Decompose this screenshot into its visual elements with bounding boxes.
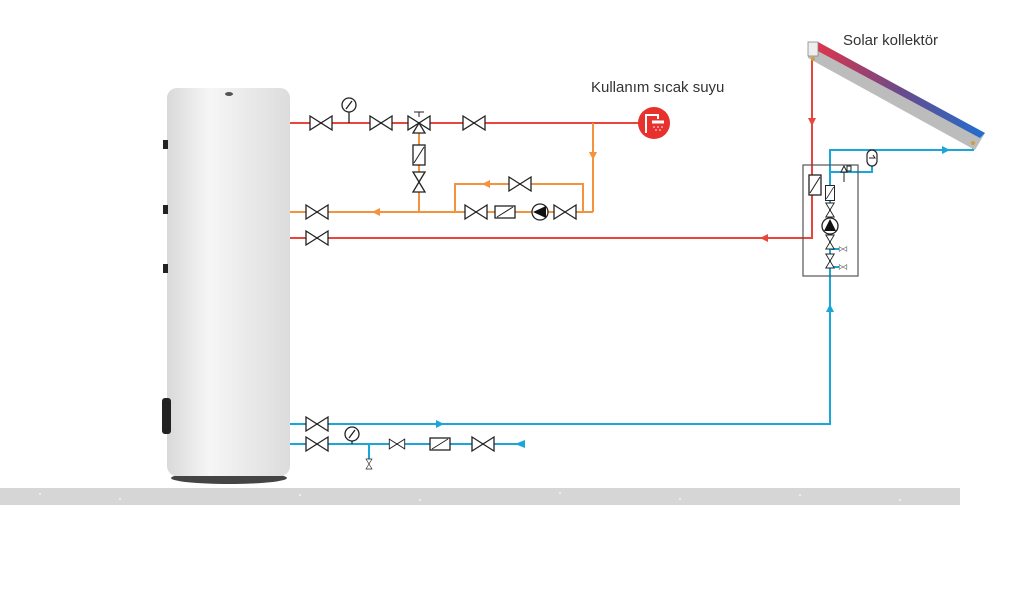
fill-valve[interactable] — [838, 246, 848, 252]
pressure-gauge-icon — [341, 97, 357, 113]
storage-tank[interactable] — [162, 88, 290, 484]
shutoff-valve[interactable] — [825, 202, 835, 218]
shutoff-valve[interactable] — [553, 204, 577, 220]
shutoff-valve[interactable] — [412, 171, 426, 193]
solar-collector[interactable] — [807, 41, 985, 150]
recirculation-line — [290, 123, 594, 213]
solar-collector-label: Solar kollektör — [843, 32, 939, 49]
check-valve[interactable] — [429, 437, 451, 451]
check-valve[interactable] — [412, 144, 426, 166]
expansion-vessel-icon — [866, 149, 878, 167]
mixing-valve[interactable] — [407, 111, 431, 134]
shutoff-valve[interactable] — [369, 115, 393, 131]
shutoff-valve[interactable] — [305, 436, 329, 452]
solar-pump-station[interactable] — [802, 164, 859, 277]
shutoff-valve[interactable] — [825, 253, 835, 269]
drain-valve[interactable] — [838, 264, 848, 270]
shutoff-valve[interactable] — [462, 115, 486, 131]
hot-water-outlet-line — [290, 122, 640, 212]
solar-return-line — [290, 140, 974, 425]
safety-valve[interactable] — [388, 438, 406, 450]
shower-icon — [638, 107, 670, 139]
shutoff-valve[interactable] — [471, 436, 495, 452]
solar-pump-icon[interactable] — [821, 217, 839, 235]
safety-valve-icon — [840, 164, 852, 182]
check-valve[interactable] — [825, 185, 835, 201]
shutoff-valve[interactable] — [464, 204, 488, 220]
solar-flow-line — [290, 55, 813, 239]
pressure-gauge-icon — [344, 426, 360, 442]
shutoff-valve[interactable] — [309, 115, 333, 131]
hot-water-label: Kullanım sıcak suyu — [591, 79, 725, 96]
check-valve[interactable] — [808, 174, 822, 196]
floor — [0, 488, 960, 505]
shutoff-valve[interactable] — [305, 204, 329, 220]
shutoff-valve[interactable] — [825, 234, 835, 250]
shutoff-valve[interactable] — [305, 230, 329, 246]
shutoff-valve[interactable] — [305, 416, 329, 432]
floor-texture — [39, 492, 901, 501]
check-valve[interactable] — [494, 205, 516, 219]
circulation-pump-icon[interactable] — [531, 203, 549, 221]
bypass-valve[interactable] — [508, 176, 532, 192]
drain-valve[interactable] — [365, 458, 373, 470]
